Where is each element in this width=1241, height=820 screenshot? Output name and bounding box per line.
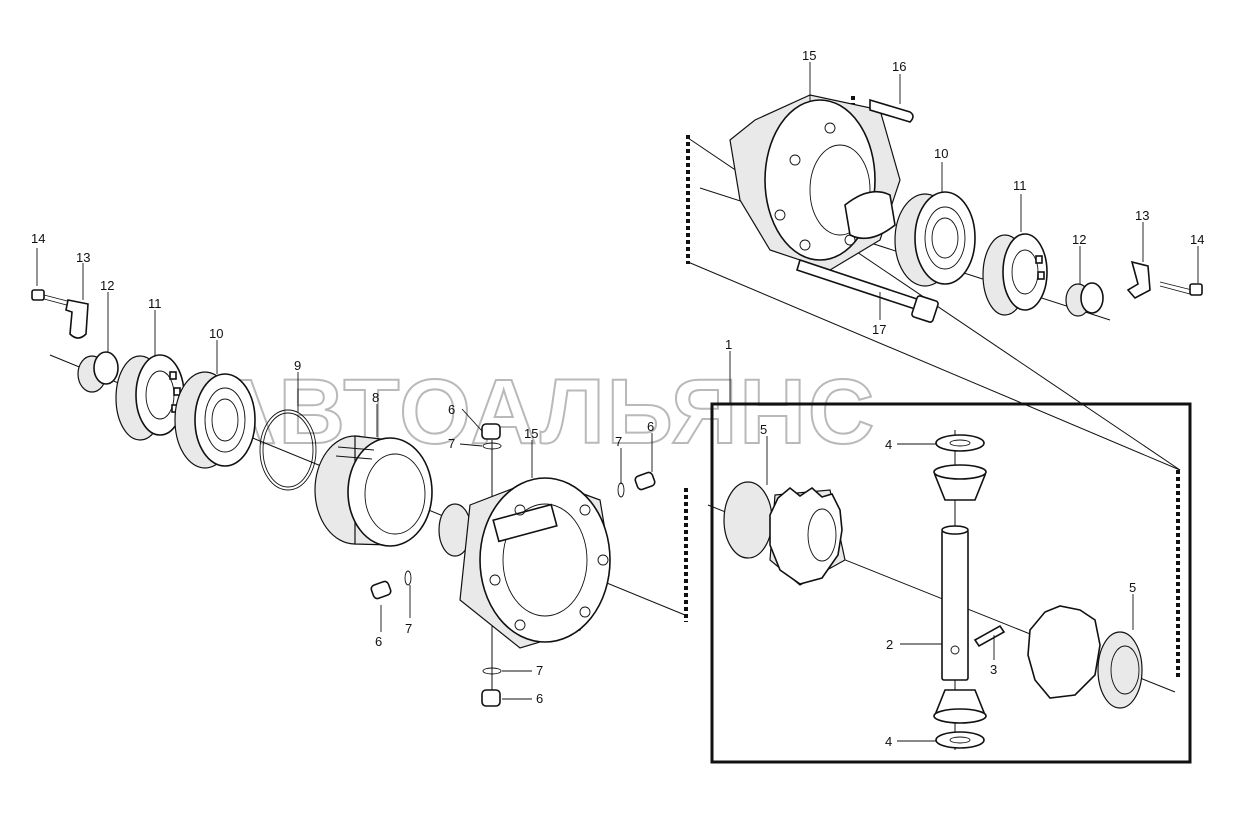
watermark-text: АВТОАЛЬЯНС	[210, 361, 876, 463]
callout-6-left: 6	[375, 634, 382, 649]
adjusting-nut-upper	[982, 233, 1048, 316]
gear-set-frame	[710, 402, 1192, 764]
adjusting-nut-left	[115, 354, 185, 441]
callout-9: 9	[294, 358, 301, 373]
callout-17: 17	[872, 322, 886, 337]
callout-6-top: 6	[448, 402, 455, 417]
callout-10-upper: 10	[934, 146, 948, 161]
differential-case-center	[438, 477, 611, 649]
callout-7-left: 7	[405, 621, 412, 636]
upper-axis-line-2	[687, 261, 1181, 471]
callout-7-right: 7	[615, 434, 622, 449]
pinion-gear-top	[933, 464, 987, 501]
o-ring-left	[404, 570, 412, 586]
pinion-gear-bottom	[933, 689, 987, 724]
callout-10-left: 10	[209, 326, 223, 341]
callout-1: 1	[725, 337, 732, 352]
callout-14-upper: 14	[1190, 232, 1204, 247]
callout-13-left: 13	[76, 250, 90, 265]
spider-shaft	[941, 525, 969, 681]
callout-4-top: 4	[885, 437, 892, 452]
plug-left	[370, 580, 392, 600]
plug-top	[481, 423, 501, 440]
callout-7-top: 7	[448, 436, 455, 451]
callout-14-left: 14	[31, 231, 45, 246]
bushing-left	[77, 351, 119, 393]
bearing-left	[174, 371, 256, 469]
differential-case-upper	[729, 94, 901, 271]
callout-4-bottom: 4	[885, 734, 892, 749]
dowel-pin	[869, 98, 914, 123]
plug-bottom	[481, 689, 501, 707]
callout-leaders	[36, 62, 1199, 742]
thrust-washer-bottom	[935, 731, 985, 749]
callout-5-left: 5	[760, 422, 767, 437]
callout-7-bottom: 7	[536, 663, 543, 678]
lock-plate-left	[65, 299, 89, 339]
callout-6-bottom: 6	[536, 691, 543, 706]
callout-2: 2	[886, 637, 893, 652]
callout-13-upper: 13	[1135, 208, 1149, 223]
callout-12-upper: 12	[1072, 232, 1086, 247]
bolt-upper	[1159, 281, 1203, 296]
snap-ring	[259, 409, 317, 491]
callout-15-center: 15	[524, 426, 538, 441]
callout-16: 16	[892, 59, 906, 74]
thrust-washer-top	[935, 434, 985, 452]
bushing-upper	[1065, 282, 1104, 317]
callout-15-upper: 15	[802, 48, 816, 63]
bearing-housing	[314, 435, 433, 547]
o-ring-right	[617, 482, 625, 498]
case-bolt	[796, 258, 939, 323]
plug-right	[634, 471, 656, 491]
callout-3: 3	[990, 662, 997, 677]
side-gear-right	[1027, 605, 1143, 709]
callout-12-left: 12	[100, 278, 114, 293]
o-ring-bottom	[482, 667, 502, 675]
o-ring-top	[482, 442, 502, 450]
roll-pin	[973, 624, 1006, 648]
callout-11-left: 11	[148, 296, 162, 311]
side-gear-left	[723, 481, 846, 586]
bearing-upper	[894, 191, 976, 287]
callout-5-right: 5	[1129, 580, 1136, 595]
callout-8: 8	[372, 390, 379, 405]
lock-plate-upper	[1126, 260, 1151, 300]
callout-6-right: 6	[647, 419, 654, 434]
callout-11-upper: 11	[1013, 178, 1027, 193]
